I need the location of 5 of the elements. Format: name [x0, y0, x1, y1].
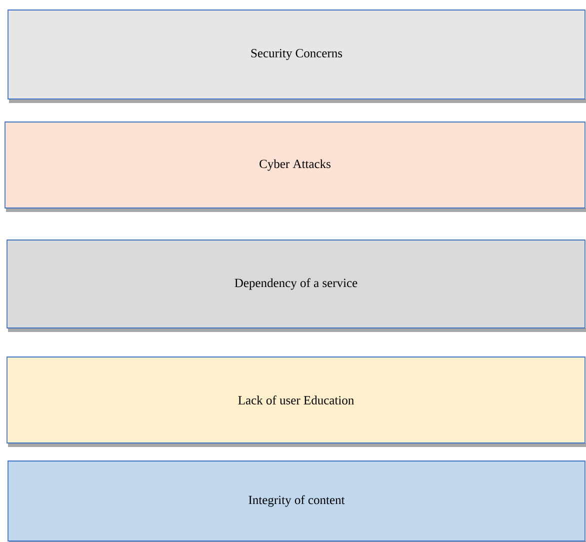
- text-box: Lack of user Education: [6, 356, 586, 447]
- text-box: Dependency of a service: [6, 240, 586, 332]
- text-box: Cyber Attacks: [4, 122, 586, 212]
- text-box: Security Concerns: [8, 10, 586, 103]
- text-box: Integrity of content: [8, 460, 586, 542]
